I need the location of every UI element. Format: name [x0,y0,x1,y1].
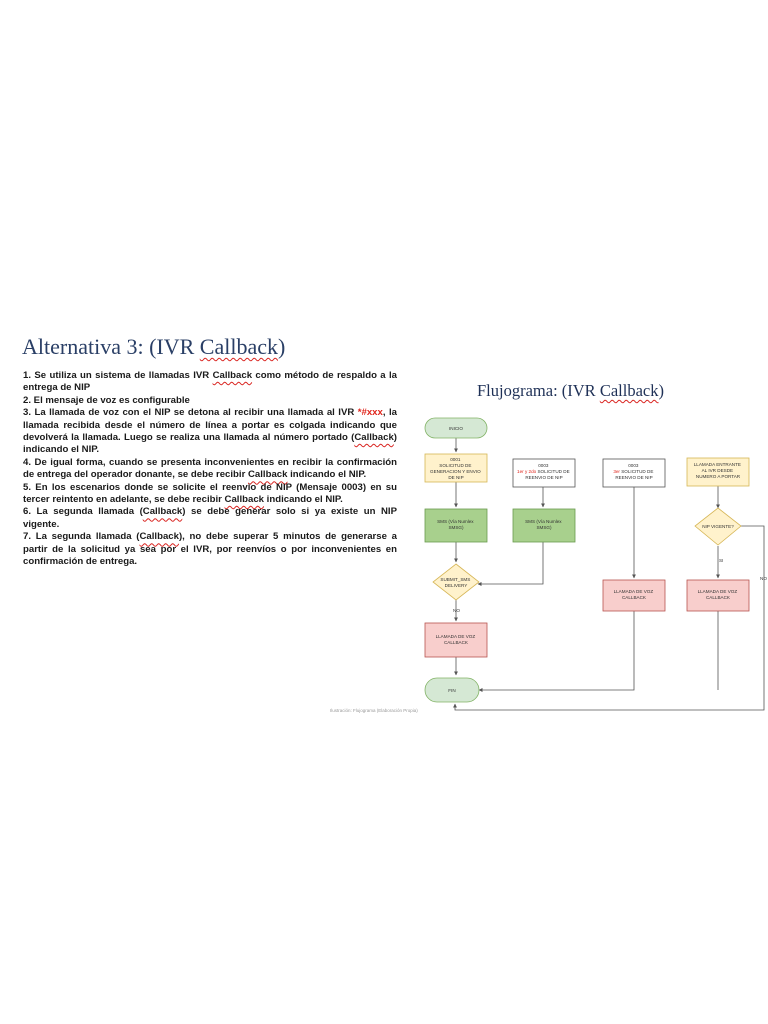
node-nip-vigente-label: NIP VIGENTE? [702,524,734,529]
edge-sms2-submit [477,542,544,586]
node-sms-1 [424,508,488,543]
list-text: 5. En los escenarios donde se solicite e… [23,481,397,506]
node-llamada-voz-1 [424,622,488,658]
node-submit-sms-delivery-label: SUBMIT_SMS DELIVERY [440,577,471,588]
node-fin-label: FIN [448,688,455,693]
callback-term: Callback [247,469,288,481]
node-msg0003-third [602,458,666,488]
node-llamada-entrante-label: LLAMADA ENTRANTE AL IVR DESDE NUMERO A P… [694,462,743,479]
flowchart-title: Flujograma: (IVR Callback) [477,381,664,400]
callback-term: Callback [139,531,179,543]
node-llamada-voz-2-label: LLAMADA DE VOZ CALLBACK [614,589,655,600]
node-submit-sms-delivery [432,563,480,601]
list-item-4: 4. De igual forma, cuando se presenta in… [23,457,397,482]
node-msg0003-third-label: 0003 3er SOLICITUD DE REENVIO DE NIP [613,463,654,480]
node-nip-vigente [694,507,742,546]
slide: Alternativa 3: (IVR Callback) 1. Se util… [0,330,768,720]
list-item-7: 7. La segunda llamada (Callback), no deb… [23,531,397,568]
list-text: ) se debe generar solo si ya existe un N… [23,506,397,530]
list-text: 1. Se utiliza un sistema de llamadas IVR [23,370,213,381]
node-llamada-voz-2 [602,579,666,612]
list-text: 2. El mensaje de voz es configurable [23,394,190,406]
flowchart-edges [453,438,765,711]
list-text: ) indicando el NIP. [23,432,397,456]
flowchart-caption: Ilustración: Flujograma (Elaboración Pro… [330,708,418,713]
node-msg0003-first [512,458,576,488]
edge-nip-no-fin [453,525,765,711]
callback-term: Callback [212,370,253,381]
node-msg0003-first-label: 0003 1er y 2do SOLICITUD DE REENVIO DE N… [517,463,571,480]
list-item-6: 6. La segunda llamada (Callback) se debe… [23,506,397,531]
list-item-5: 5. En los escenarios donde se solicite e… [23,482,397,507]
node-msg0001-label: 0001 SOLICITUD DE GENERACION Y ENVIO DE … [430,457,482,480]
node-sms-2-label: SMS (Vía Numlex SMSG) [525,519,563,530]
callback-term: Callback [142,506,183,518]
list-text: como método de respaldo a la entrega de … [23,370,397,394]
edge-label-si: SI [719,558,723,563]
list-item-3: 3. La llamada de voz con el NIP se deton… [23,407,397,457]
edge-llamada2-fin [478,611,635,692]
list-text: 7. La segunda llamada ( [23,531,140,543]
list-item-2: 2. El mensaje de voz es configurable [23,395,397,407]
list-text: 4. De igual forma, cuando se presenta in… [23,456,397,481]
node-inicio-label: INICIO [449,426,463,431]
list-text: indicando el NIP. [264,494,343,506]
node-fin [424,677,480,703]
list-text: ), no debe superar 5 minutos de generars… [23,531,398,568]
slide-title: Alternativa 3: (IVR Callback) [22,334,286,359]
node-llamada-voz-3-label: LLAMADA DE VOZ CALLBACK [698,589,739,600]
edge-label-no-nip: NO [760,576,767,581]
node-sms-2 [512,508,576,543]
ivr-code: *#xxx [357,407,383,419]
node-inicio [424,417,488,439]
callback-term: Callback [354,432,394,444]
node-sms-1-label: SMS (Vía Numlex SMSG) [437,519,475,530]
flowchart: NO SI NO INICIO 0001 SOLICITUD DE GENERA… [424,417,767,711]
node-llamada-voz-3 [686,579,750,612]
list-text: 3. La llamada de voz con el NIP se deton… [23,407,358,419]
numbered-list: 1. Se utiliza un sistema de llamadas IVR… [23,370,397,569]
node-llamada-entrante [686,457,750,487]
edge-label-no: NO [453,608,460,613]
list-text: 6. La segunda llamada ( [23,506,143,518]
list-text: indicando el NIP. [287,469,367,481]
callback-term: Callback [224,494,265,506]
node-llamada-voz-1-label: LLAMADA DE VOZ CALLBACK [436,634,477,645]
list-text: , la llamada recibida desde el número de… [23,407,397,444]
node-msg0001 [424,453,488,483]
list-item-1: 1. Se utiliza un sistema de llamadas IVR… [23,370,397,395]
